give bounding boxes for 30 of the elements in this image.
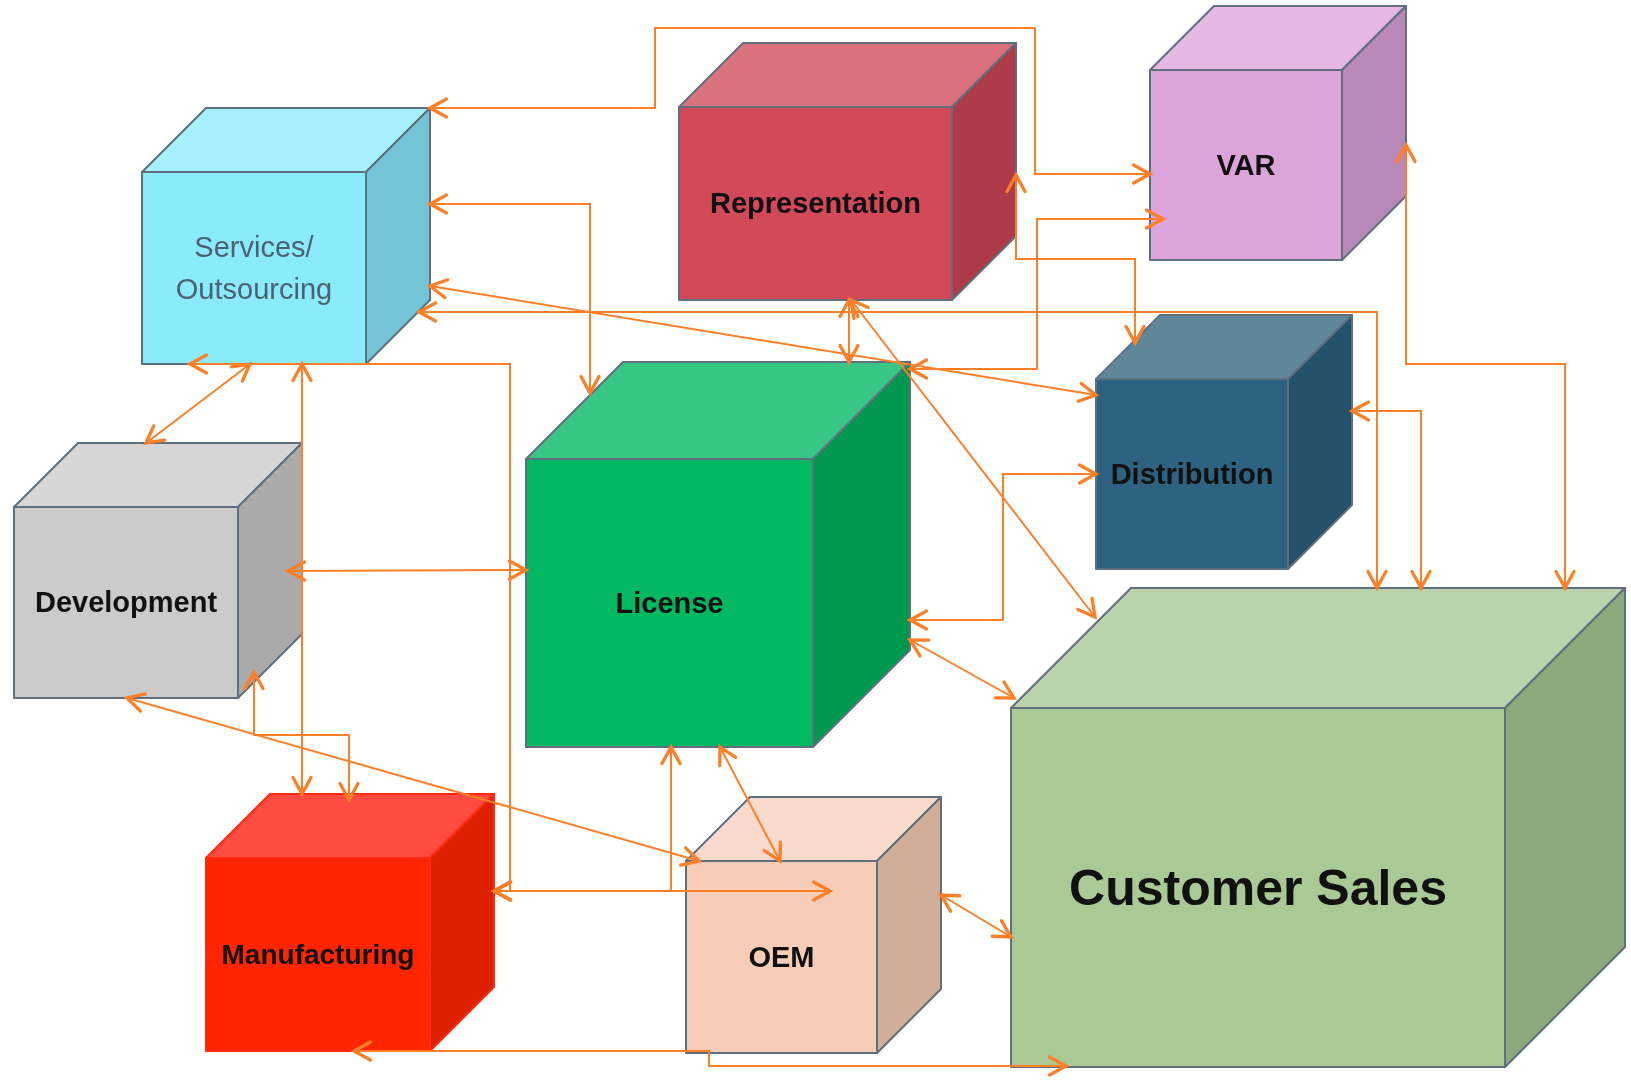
node-label: Customer Sales <box>1069 858 1447 917</box>
connector-arrow <box>908 638 1016 700</box>
node-label: Representation <box>709 187 922 220</box>
connector-arrow <box>286 559 528 582</box>
connector-arrow <box>1005 173 1146 345</box>
node-label: VAR <box>1216 148 1276 182</box>
node-label: Services/ Outsourcing <box>174 229 334 307</box>
node-label: Development <box>34 586 218 619</box>
node-label: OEM <box>748 940 815 974</box>
connector-arrow <box>428 27 1152 185</box>
connector-arrow <box>144 362 252 445</box>
node-label: License <box>615 586 724 620</box>
node-label: Distribution <box>1110 457 1274 491</box>
connector-arrow <box>428 193 601 395</box>
connector-arrow <box>838 298 860 364</box>
connector-arrow <box>291 362 313 796</box>
connector-arrow <box>1395 143 1576 590</box>
connector-arrow <box>908 208 1165 380</box>
connector-arrow <box>243 670 360 802</box>
connector-arrow <box>492 880 832 902</box>
connector-arrow <box>352 1040 1068 1077</box>
connector-arrow <box>718 745 782 863</box>
connector-arrow <box>849 298 1097 619</box>
node-label: Manufacturing <box>221 938 415 971</box>
connector-arrow <box>1350 400 1432 590</box>
connector-arrow <box>125 692 701 867</box>
connector-arrow <box>417 301 1388 590</box>
connector-arrow <box>908 463 1098 631</box>
connector-arrow <box>939 893 1013 939</box>
connector-arrow <box>428 278 1098 403</box>
